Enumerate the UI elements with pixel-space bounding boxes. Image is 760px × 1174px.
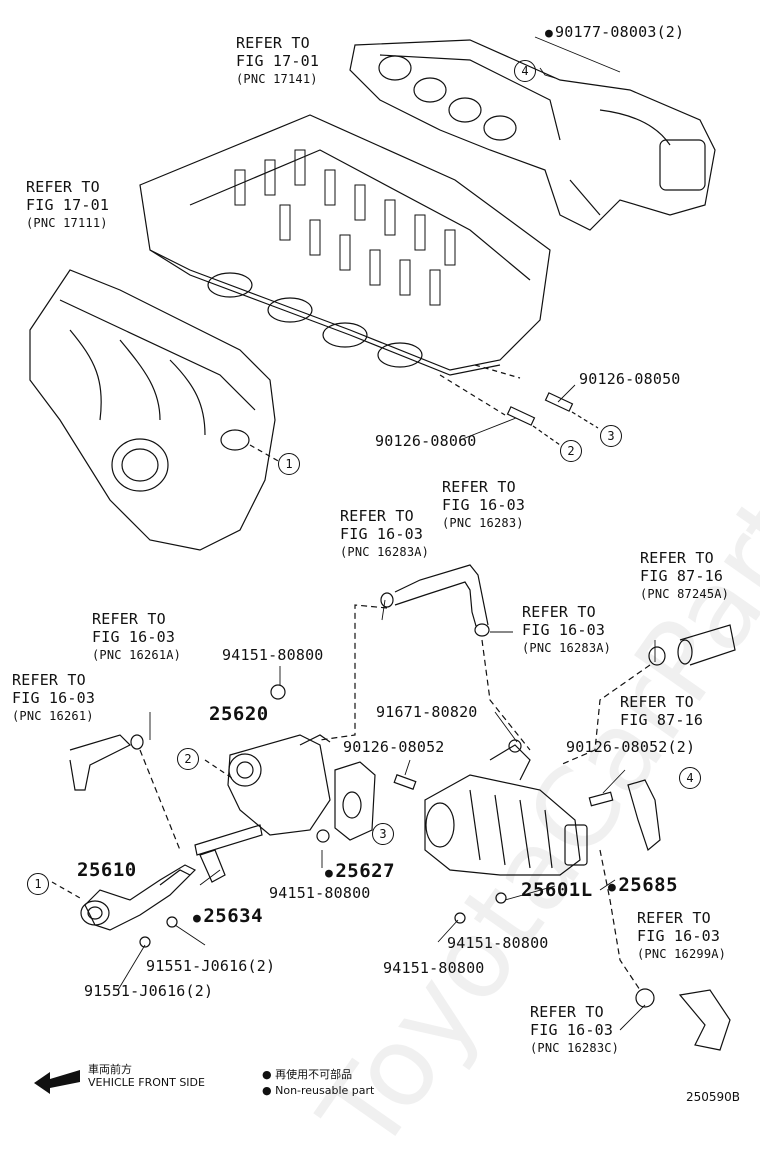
intake-manifold-drawing (29, 269, 281, 551)
gasket-drawing (316, 761, 417, 843)
egr-pipe-drawing (51, 864, 197, 948)
refer-line2: FIG 16-03 (530, 1021, 614, 1039)
part-25685[interactable]: 25685 (608, 874, 678, 896)
refer-line2: FIG 17-01 (26, 196, 110, 214)
exploded-parts-drawing (29, 36, 736, 1094)
refer-fig-16-03-pnc-16283[interactable]: REFER TO FIG 16-03 (PNC 16283) (442, 478, 525, 532)
legend-nonreuse-en: ● Non-reusable part (262, 1084, 374, 1097)
refer-fig-16-03-pnc-16261[interactable]: REFER TO FIG 16-03 (PNC 16261) (12, 671, 95, 725)
refer-fig-17-01-pnc-17141[interactable]: REFER TO FIG 17-01 (PNC 17141) (236, 34, 319, 88)
refer-line1: REFER TO (640, 549, 714, 567)
refer-line2: FIG 16-03 (522, 621, 606, 639)
part-94151-80800-middle[interactable]: 94151-80800 (269, 884, 371, 902)
part-91551-j0616-b[interactable]: 91551-J0616(2) (84, 982, 214, 1000)
egr-valve-drawing (194, 684, 331, 856)
legend-nonreuse-jp: ● 再使用不可部品 (262, 1066, 352, 1082)
figure-id: 250590B (686, 1090, 741, 1104)
refer-pnc: (PNC 17111) (26, 216, 108, 230)
part-90177-08003[interactable]: 90177-08003(2) (545, 23, 684, 41)
refer-pnc: (PNC 17141) (236, 72, 318, 86)
part-25601L[interactable]: 25601L (521, 879, 593, 901)
legend-nonreuse-jp-text: 再使用不可部品 (275, 1068, 353, 1081)
refer-line2: FIG 16-03 (92, 628, 176, 646)
part-25620[interactable]: 25620 (209, 703, 269, 725)
studs-drawing (506, 392, 599, 446)
refer-pnc: (PNC 16261) (12, 709, 94, 723)
refer-line1: REFER TO (26, 178, 100, 196)
callout-1-bottom: 1 (27, 873, 49, 895)
part-90126-08052-2[interactable]: 90126-08052(2) (566, 738, 696, 756)
callout-2-top: 2 (560, 440, 582, 462)
leader-lines (117, 36, 656, 1031)
refer-pnc: (PNC 16299A) (637, 947, 727, 961)
part-25634[interactable]: 25634 (193, 905, 263, 927)
callout-3-top: 3 (600, 425, 622, 447)
refer-line1: REFER TO (340, 507, 414, 525)
egr-cooler-drawing (424, 739, 588, 924)
refer-fig-16-03-pnc-16283a-top[interactable]: REFER TO FIG 16-03 (PNC 16283A) (340, 507, 429, 561)
refer-pnc: (PNC 87245A) (640, 587, 730, 601)
water-hose-drawing (319, 564, 531, 751)
cylinder-head-drawing (139, 114, 551, 416)
part-91551-j0616-a[interactable]: 91551-J0616(2) (146, 957, 276, 975)
refer-fig-87-16-pnc-87245a[interactable]: REFER TO FIG 87-16 (PNC 87245A) (640, 549, 729, 603)
refer-fig-17-01-pnc-17111[interactable]: REFER TO FIG 17-01 (PNC 17111) (26, 178, 109, 232)
refer-line1: REFER TO (530, 1003, 604, 1021)
water-hose-bottom-drawing (599, 849, 731, 1051)
callout-3-mid: 3 (372, 823, 394, 845)
bracket-25685-drawing (588, 779, 661, 852)
refer-line2: FIG 87-16 (620, 711, 704, 729)
refer-line1: REFER TO (442, 478, 516, 496)
part-90126-08052[interactable]: 90126-08052 (343, 738, 445, 756)
refer-fig-16-03-pnc-16261a[interactable]: REFER TO FIG 16-03 (PNC 16261A) (92, 610, 181, 664)
refer-line2: FIG 16-03 (637, 927, 721, 945)
water-hose-left-drawing (69, 734, 181, 851)
refer-fig-16-03-pnc-16283c[interactable]: REFER TO FIG 16-03 (PNC 16283C) (530, 1003, 619, 1057)
refer-line2: FIG 16-03 (442, 496, 526, 514)
refer-fig-16-03-pnc-16299a[interactable]: REFER TO FIG 16-03 (PNC 16299A) (637, 909, 726, 963)
refer-fig-87-16[interactable]: REFER TO FIG 87-16 (620, 693, 703, 729)
part-94151-80800-upper[interactable]: 94151-80800 (222, 646, 324, 664)
part-25610[interactable]: 25610 (77, 859, 137, 881)
front-arrow-icon (34, 1070, 80, 1094)
refer-line1: REFER TO (620, 693, 694, 711)
legend-nonreuse-en-text: Non-reusable part (275, 1084, 375, 1097)
callout-1-top: 1 (278, 453, 300, 475)
part-90126-08050[interactable]: 90126-08050 (579, 370, 681, 388)
part-94151-80800-lower-right[interactable]: 94151-80800 (447, 934, 549, 952)
callout-2-mid: 2 (177, 748, 199, 770)
part-25627[interactable]: 25627 (325, 860, 395, 882)
refer-line1: REFER TO (92, 610, 166, 628)
refer-line2: FIG 16-03 (12, 689, 96, 707)
refer-line1: REFER TO (522, 603, 596, 621)
legend-front-jp: 車両前方 (88, 1063, 132, 1076)
refer-pnc: (PNC 16261A) (92, 648, 182, 662)
refer-line2: FIG 16-03 (340, 525, 424, 543)
legend-front-en: VEHICLE FRONT SIDE (88, 1076, 205, 1089)
part-91671-80820[interactable]: 91671-80820 (376, 703, 478, 721)
part-94151-80800-lower-left[interactable]: 94151-80800 (383, 959, 485, 977)
refer-line2: FIG 17-01 (236, 52, 320, 70)
refer-pnc: (PNC 16283C) (530, 1041, 620, 1055)
refer-line1: REFER TO (637, 909, 711, 927)
gasket-25634-drawing (199, 849, 226, 883)
nonreuse-dot-icon: ● (262, 1068, 272, 1081)
refer-pnc: (PNC 16283A) (340, 545, 430, 559)
refer-pnc: (PNC 16283A) (522, 641, 612, 655)
callout-4-top: 4 (514, 60, 536, 82)
refer-line1: REFER TO (236, 34, 310, 52)
callout-4-mid: 4 (679, 767, 701, 789)
heater-hose-drawing (559, 624, 736, 766)
refer-fig-16-03-pnc-16283a-mid[interactable]: REFER TO FIG 16-03 (PNC 16283A) (522, 603, 611, 657)
refer-pnc: (PNC 16283) (442, 516, 524, 530)
part-90126-08060[interactable]: 90126-08060 (375, 432, 477, 450)
nonreuse-dot-icon: ● (262, 1084, 272, 1097)
refer-line2: FIG 87-16 (640, 567, 724, 585)
refer-line1: REFER TO (12, 671, 86, 689)
exhaust-manifold-drawing (349, 39, 716, 231)
